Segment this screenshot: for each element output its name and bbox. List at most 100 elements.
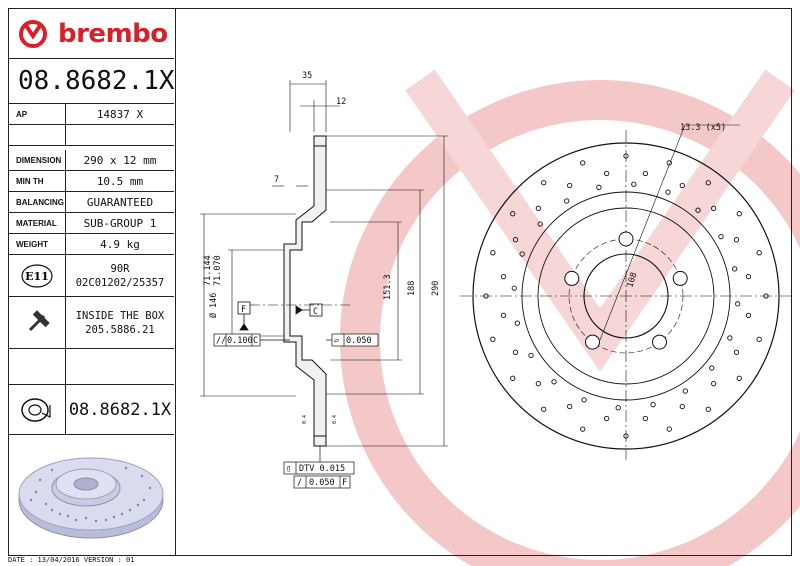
tol-flat-symbol: // xyxy=(216,336,226,346)
drill-hole xyxy=(510,211,516,217)
lug-hole xyxy=(618,231,634,247)
drill-hole xyxy=(631,181,637,187)
tol-flat-ref: C xyxy=(253,336,258,346)
drill-hole xyxy=(567,182,573,189)
dim-d-inner-ring: 188 xyxy=(407,281,417,296)
info-panel: brembo 08.8682.1X AP 14837 X DIMENSION 2… xyxy=(8,8,176,556)
datum-c: C xyxy=(313,307,318,317)
inside-box-line2: 205.5886.21 xyxy=(85,323,155,336)
roughness-2: 0.4 xyxy=(332,415,338,424)
drill-hole xyxy=(519,251,525,257)
drill-hole xyxy=(736,211,742,217)
drill-hole xyxy=(650,402,656,408)
spec-value: SUB-GROUP 1 xyxy=(83,216,157,230)
dim-d-center: 146 xyxy=(209,293,219,308)
drill-hole xyxy=(733,237,740,243)
spec-row-dimension: DIMENSION 290 x 12 mm xyxy=(8,150,174,171)
drill-hole xyxy=(732,266,738,272)
tol-runout: 0.050 xyxy=(309,478,335,488)
footer-date-version: DATE : 13/04/2016 VERSION : 01 xyxy=(8,556,135,564)
dim-d-outer: 290 xyxy=(431,281,441,296)
drill-hole xyxy=(695,207,701,213)
dim-hole-note: 13.3 (x5) xyxy=(680,123,726,133)
brand-name: brembo xyxy=(58,19,168,49)
spec-value: 10.5 mm xyxy=(96,174,144,188)
spec-label: MATERIAL xyxy=(8,213,66,233)
approval-line2: 02C01202/25357 xyxy=(75,276,165,289)
drill-hole xyxy=(603,170,610,177)
spec-label: MIN TH xyxy=(8,171,66,191)
drill-hole xyxy=(541,180,547,186)
dim-d-center-prefix: Ø xyxy=(208,313,219,318)
drill-hole xyxy=(642,415,649,422)
dim-d-bore-1: 71.144 xyxy=(203,255,213,286)
lug-holes xyxy=(564,231,688,350)
drill-hole xyxy=(642,170,649,177)
spec-value: GUARANTEED xyxy=(86,195,154,209)
lug-hole xyxy=(652,334,668,350)
brembo-logo: brembo xyxy=(18,16,168,52)
inside-box-block: INSIDE THE BOX 205.5886.21 xyxy=(8,297,174,349)
drill-hole xyxy=(535,381,541,387)
approval-block: E11 90R 02C01202/25357 xyxy=(8,255,174,297)
drill-hole xyxy=(514,320,520,326)
tol-par: 0.050 xyxy=(346,336,372,346)
spec-row-weight: WEIGHT 4.9 kg xyxy=(8,234,174,255)
disc-front-view xyxy=(460,124,792,460)
dim-total-height: 35 xyxy=(302,71,312,81)
drawing-frame xyxy=(8,8,792,556)
drill-hole xyxy=(756,250,762,256)
drill-hole xyxy=(733,349,740,355)
drill-hole xyxy=(511,285,517,291)
dim-d-hat: 151.3 xyxy=(383,274,393,300)
drill-holes xyxy=(483,153,769,439)
disc-part-block: 08.8682.1X xyxy=(8,385,174,435)
drill-hole xyxy=(581,397,587,403)
drill-hole xyxy=(615,405,621,411)
drill-hole xyxy=(763,293,769,299)
drill-hole xyxy=(665,189,671,195)
tol-par-symbol: ▱ xyxy=(334,336,340,346)
dim-disc-thickness: 12 xyxy=(336,97,346,107)
drill-hole xyxy=(563,198,570,204)
blank-block xyxy=(8,349,174,385)
drill-hole xyxy=(666,160,672,166)
dim-d-bore-2: 71.070 xyxy=(213,255,223,286)
lug-hole xyxy=(672,270,688,286)
brembo-logo-icon xyxy=(19,20,47,48)
cross-section xyxy=(283,135,327,447)
spec-label: WEIGHT xyxy=(8,234,66,254)
drill-hole xyxy=(596,184,602,190)
drill-hole xyxy=(512,349,519,355)
spec-label xyxy=(8,125,66,145)
drill-hole xyxy=(541,406,547,412)
datum-f: F xyxy=(241,305,246,315)
tol-runout-ref: F xyxy=(342,478,347,488)
drill-hole xyxy=(500,312,507,319)
drill-hole xyxy=(537,221,543,227)
spec-label: BALANCING xyxy=(8,192,66,212)
drill-hole xyxy=(745,312,752,319)
drill-hole xyxy=(623,153,629,159)
drill-hole xyxy=(745,273,752,280)
drill-hole xyxy=(711,205,717,211)
drill-hole xyxy=(705,406,711,412)
drill-hole xyxy=(735,301,741,307)
drill-hole xyxy=(535,205,541,211)
spec-row-material: MATERIAL SUB-GROUP 1 xyxy=(8,213,174,234)
drill-hole xyxy=(679,403,685,410)
spec-row-ap: AP 14837 X xyxy=(8,104,174,125)
drill-hole xyxy=(682,388,689,394)
drill-hole xyxy=(500,273,507,280)
e-mark-icon: E11 xyxy=(8,255,66,296)
spec-row-min-th: MIN TH 10.5 mm xyxy=(8,171,174,192)
spec-value: 4.9 kg xyxy=(100,237,140,251)
approval-line1: 90R xyxy=(110,262,130,275)
spec-label: AP xyxy=(8,104,66,124)
drill-hole xyxy=(551,379,557,385)
spec-value: 14837 X xyxy=(96,107,144,121)
screw-icon xyxy=(8,297,66,348)
bottom-part-number: 08.8682.1X xyxy=(68,399,172,420)
drill-hole xyxy=(580,160,586,166)
